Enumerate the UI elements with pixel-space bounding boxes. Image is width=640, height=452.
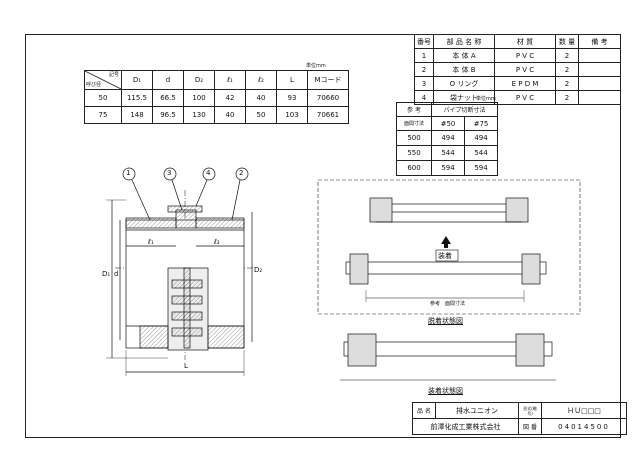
table-header-row: 参 考 パイプ切断寸法 — [396, 102, 498, 117]
title-block: 品 名 排水ユニオン 形式(略号) ＨＵ□□□ 前澤化成工業株式会社 図 番 0… — [412, 402, 627, 435]
cell — [578, 90, 621, 105]
dim-d1-label: D₁ — [102, 270, 111, 278]
company-name: 前澤化成工業株式会社 — [412, 418, 519, 435]
install-box — [435, 249, 459, 262]
cell: 2 — [555, 90, 579, 105]
removal-upper-view — [369, 197, 529, 223]
install-label: 装着 — [438, 252, 452, 260]
table-header-row: 番号 部 品 名 称 材 質 数 量 備 考 — [414, 34, 621, 49]
dim-l2-label: ℓ₂ — [214, 238, 220, 246]
model-value: ＨＵ□□□ — [541, 402, 627, 419]
cell: P V C — [494, 90, 556, 105]
dim-L-label: L — [184, 362, 188, 370]
dim-d-label: d — [114, 270, 119, 278]
corner-cell: 記号 呼び径 — [84, 70, 122, 90]
removal-lower-view — [345, 253, 547, 302]
title-row: 品 名 排水ユニオン 形式(略号) ＨＵ□□□ — [412, 402, 627, 419]
union-section-view — [106, 167, 255, 376]
dim-l1-label: ℓ₁ — [148, 238, 154, 246]
mounted-caption: 装着状態図 — [428, 387, 463, 395]
callout-4: 4 — [206, 169, 211, 177]
callout-2: 2 — [239, 169, 244, 177]
dim-d2-label: D₂ — [254, 266, 263, 274]
corner-diagonal — [85, 71, 121, 89]
title-row: 前澤化成工業株式会社 図 番 04014500 — [412, 418, 627, 435]
drawing-frame — [25, 34, 621, 438]
removal-caption: 脱着状態図 — [428, 317, 463, 325]
callout-3: 3 — [167, 169, 172, 177]
dim-unit-label: 単位mm — [306, 63, 326, 69]
corner-bottom-label: 呼び径 — [86, 82, 102, 88]
cell: 96.5 — [152, 106, 184, 124]
number-label: 図 番 — [518, 418, 542, 435]
cell: 594 — [464, 160, 498, 176]
pipe-unit-label: 単位mm — [476, 96, 496, 102]
reference-length-label: 参考 面間寸法 — [430, 301, 466, 307]
cell: 50 — [245, 106, 277, 124]
callout-1: 1 — [126, 169, 131, 177]
install-arrow — [441, 236, 451, 248]
mounted-view — [340, 333, 556, 381]
table-header-row: 記号 呼び径 D₁ d D₂ ℓ₁ ℓ₂ L Mコード — [84, 70, 349, 90]
cell: 103 — [276, 106, 308, 124]
cell: 75 — [84, 106, 122, 124]
cell: 70661 — [307, 106, 349, 124]
table-subheader-row: 面間寸法 #50 #75 — [396, 116, 498, 131]
corner-top-label: 記号 — [108, 72, 119, 78]
model-label: 形式(略号) — [518, 402, 542, 419]
name-value: 排水ユニオン — [435, 402, 519, 419]
name-label: 品 名 — [412, 402, 436, 419]
removal-state-box — [317, 179, 581, 315]
number-value: 04014500 — [541, 418, 627, 435]
